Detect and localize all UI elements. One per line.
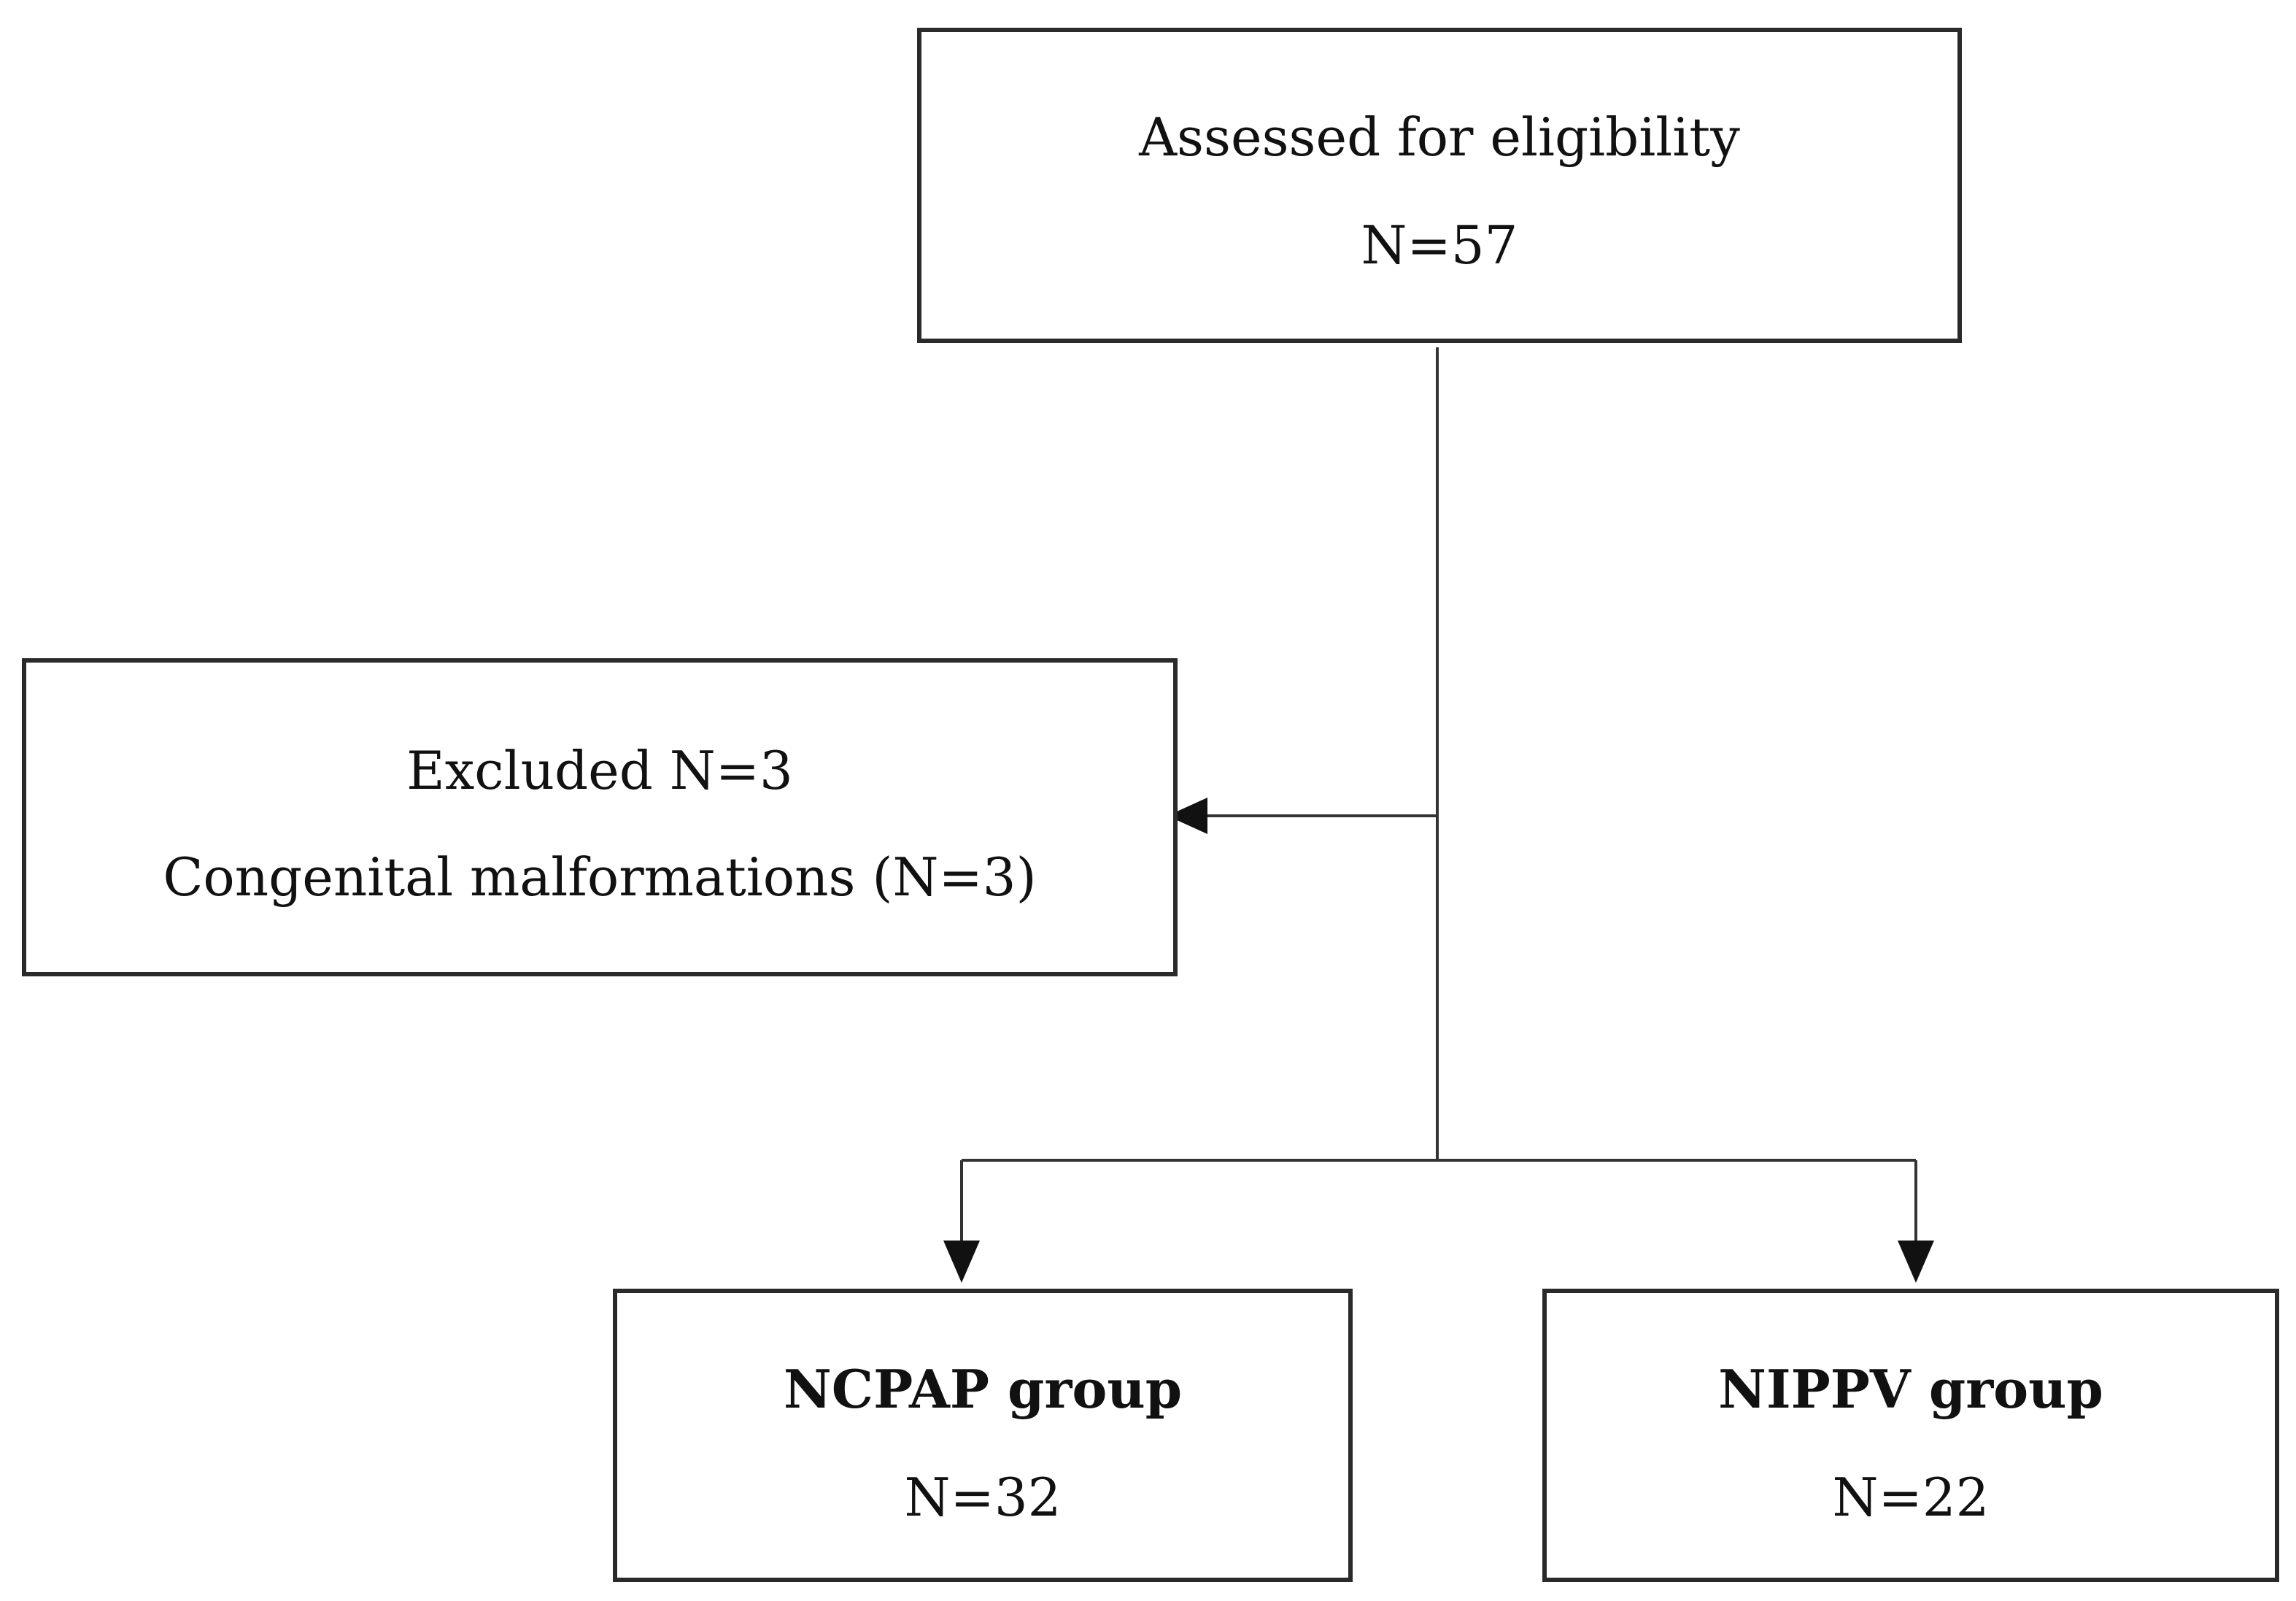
excluded-reason: Congenital malformations (N=3) xyxy=(163,846,1037,908)
excluded-title: Excluded N=3 xyxy=(406,740,793,801)
assessed-title: Assessed for eligibility xyxy=(1139,107,1740,168)
arrowhead-ncpap-icon xyxy=(943,1241,980,1283)
excluded-box: Excluded N=3 Congenital malformations (N… xyxy=(22,658,1178,976)
arrowhead-nippv-icon xyxy=(1898,1241,1934,1283)
assessed-count: N=57 xyxy=(1361,215,1518,276)
ncpap-group-box: NCPAP group N=32 xyxy=(613,1289,1353,1582)
ncpap-group-count: N=32 xyxy=(904,1467,1062,1528)
arrowhead-excluded-icon xyxy=(1167,798,1207,834)
nippv-group-count: N=22 xyxy=(1832,1467,1990,1528)
assessed-box: Assessed for eligibility N=57 xyxy=(917,28,1962,343)
ncpap-group-title: NCPAP group xyxy=(783,1358,1183,1420)
nippv-group-title: NIPPV group xyxy=(1718,1358,2103,1420)
nippv-group-box: NIPPV group N=22 xyxy=(1542,1289,2279,1582)
